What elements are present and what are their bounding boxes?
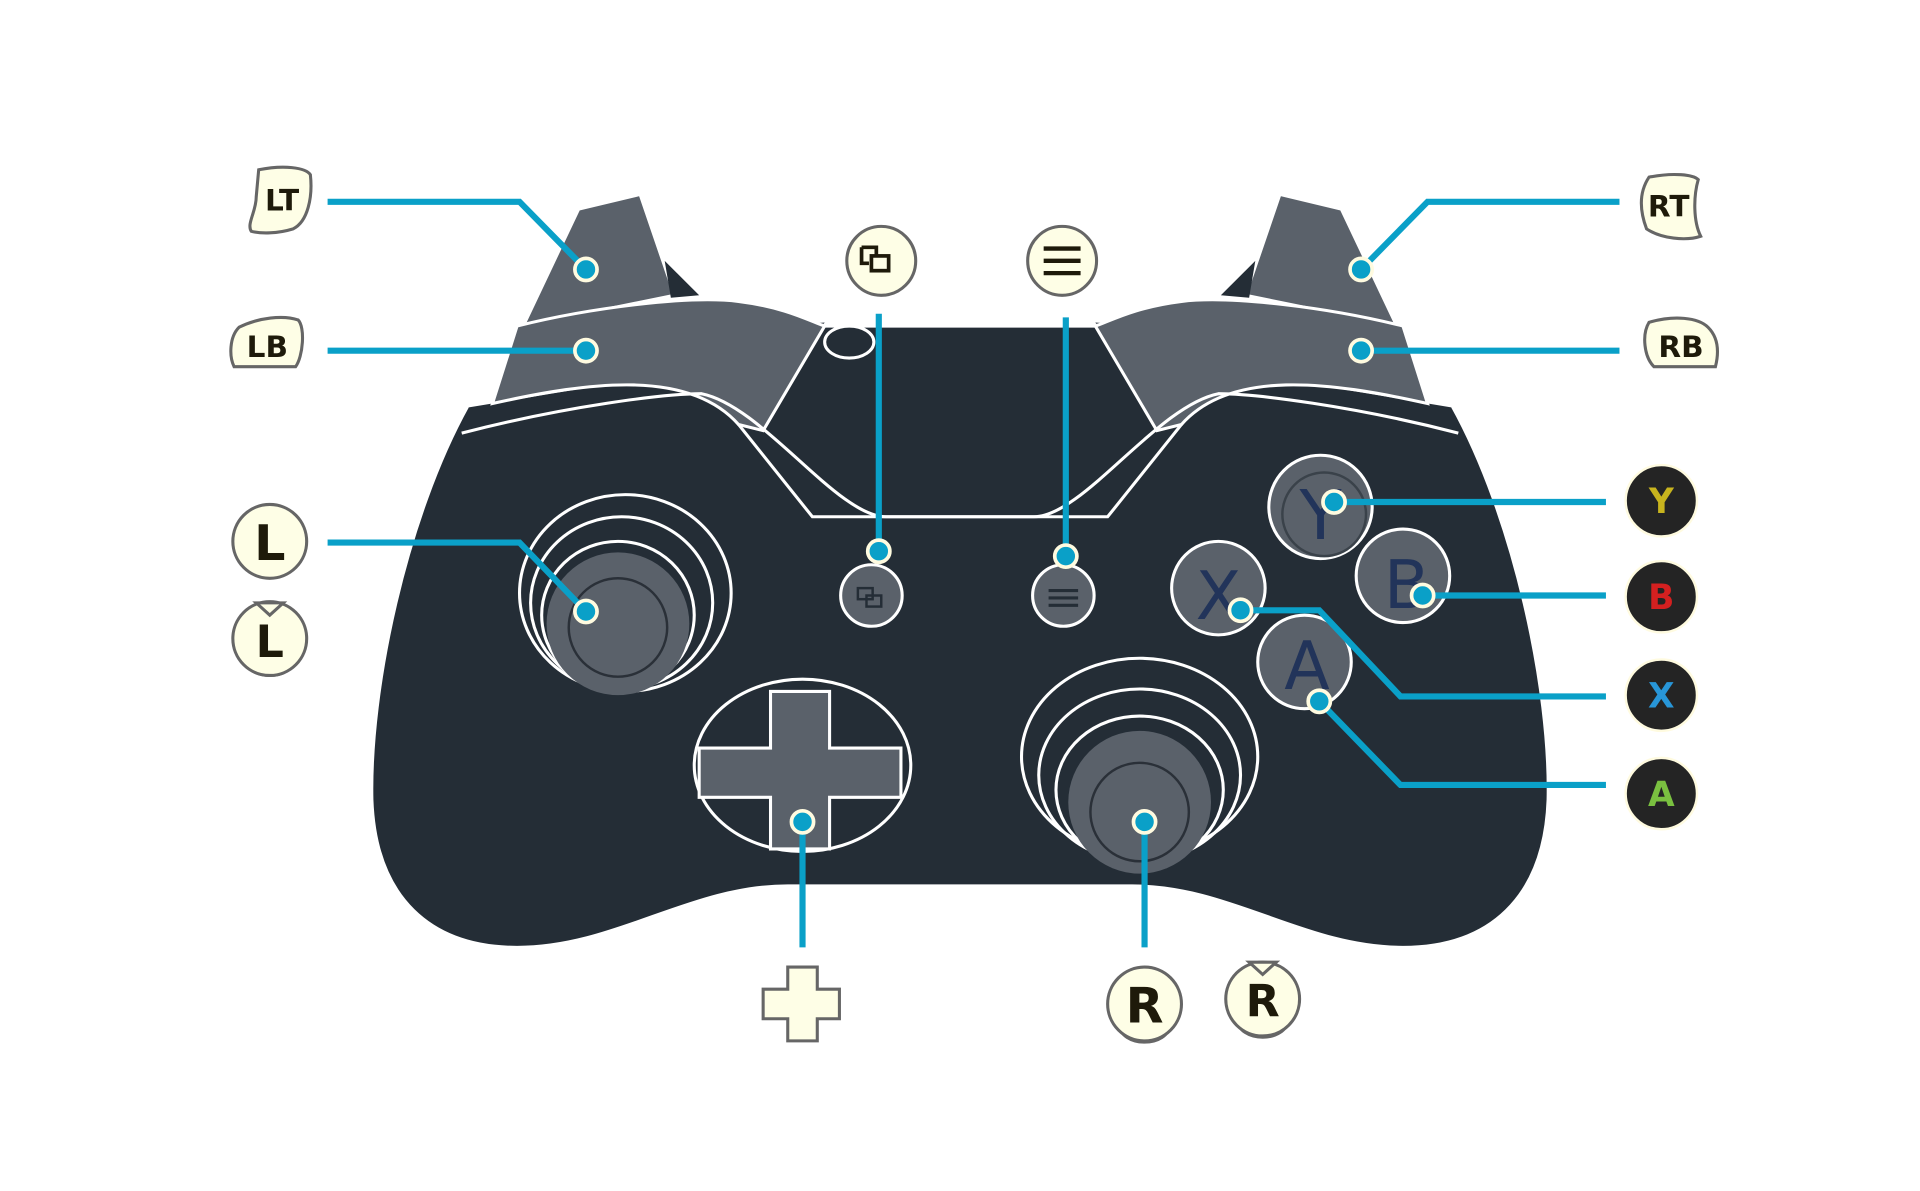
menu-button[interactable] [1031,563,1096,628]
badge-left-stick-click: L [231,600,309,678]
svg-text:X: X [1648,676,1675,716]
badge-lt: LT [248,165,313,235]
face-button-b[interactable]: B [1354,527,1452,625]
controller-body [370,367,1550,949]
svg-text:R: R [1246,976,1280,1027]
face-button-x[interactable]: X [1170,539,1267,637]
svg-text:A: A [1648,775,1675,815]
svg-text:LT: LT [265,183,299,217]
right-stick[interactable] [1019,656,1260,874]
svg-text:B: B [1648,578,1674,618]
badge-right-stick-click: R [1224,960,1302,1039]
left-stick[interactable] [517,493,733,696]
badge-x: X [1624,658,1699,733]
svg-text:X: X [1196,557,1242,635]
svg-text:R: R [1126,976,1164,1034]
right-bumper[interactable] [1093,298,1430,433]
svg-text:RT: RT [1648,190,1690,224]
svg-text:Y: Y [1298,476,1342,556]
left-bumper[interactable] [490,298,827,433]
badge-left-stick: L [231,502,309,580]
badge-right-stick: R [1106,965,1184,1044]
badge-view [845,224,918,297]
badge-rt: RT [1639,172,1703,241]
svg-text:Y: Y [1648,482,1675,522]
svg-text:RB: RB [1658,330,1703,364]
svg-text:L: L [256,617,284,668]
badge-b: B [1624,559,1699,634]
badge-y: Y [1624,463,1699,538]
badge-menu [1026,224,1099,297]
badge-lb: LB [229,315,305,369]
view-button[interactable] [839,563,904,628]
badge-a: A [1624,756,1699,831]
face-button-y[interactable]: Y [1267,453,1374,561]
badge-dpad [761,965,841,1043]
svg-text:LB: LB [247,330,288,364]
callout-lines [327,198,1620,948]
badge-rb: RB [1643,316,1719,369]
svg-text:L: L [254,514,285,572]
